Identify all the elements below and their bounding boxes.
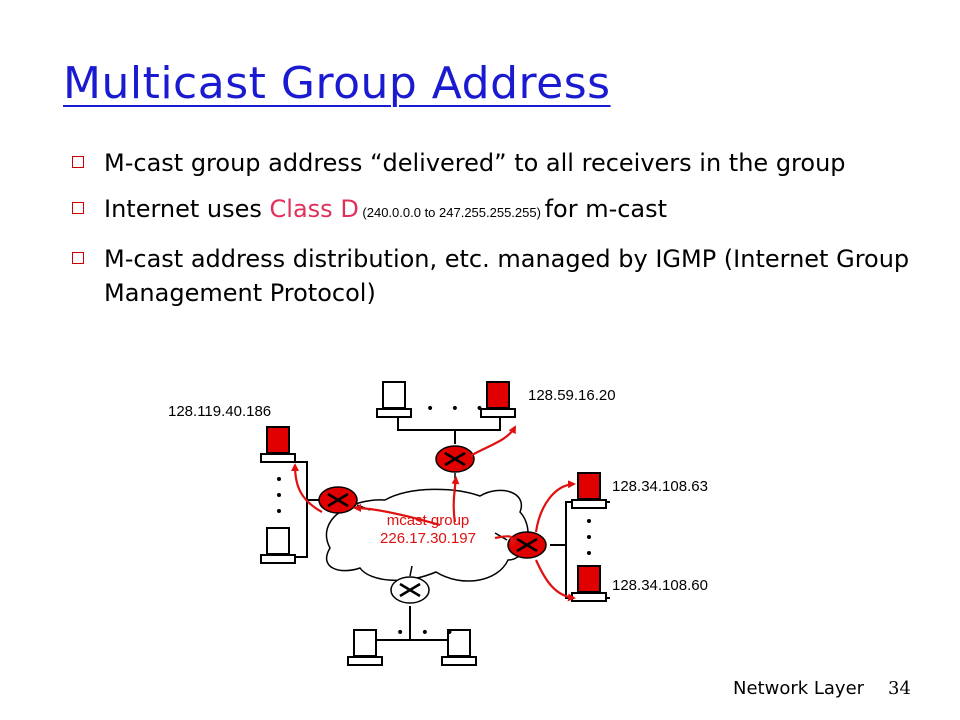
delivery-arrows — [291, 425, 576, 602]
slide-title: Multicast Group Address — [63, 58, 611, 109]
multicast-router-icon — [506, 530, 548, 560]
mcast-group-address: 226.17.30.197 — [380, 530, 476, 547]
bullet-text-pre: Internet uses — [104, 195, 270, 223]
bullet-square-icon — [72, 156, 84, 168]
multicast-router-icon — [434, 444, 476, 474]
bullet-item: Internet uses Class D (240.0.0.0 to 247.… — [70, 192, 930, 230]
ellipsis-bottom: • • • — [396, 625, 460, 641]
bullet-text: M-cast address distribution, etc. manage… — [104, 245, 910, 307]
host-address-label: 128.119.40.186 — [168, 403, 271, 420]
router-icon — [389, 575, 431, 605]
multicast-router-icon — [317, 485, 359, 515]
bullet-text: M-cast group address “delivered” to all … — [104, 149, 846, 177]
bullet-item: M-cast address distribution, etc. manage… — [70, 242, 930, 310]
bullet-square-icon — [72, 252, 84, 264]
bullet-list: M-cast group address “delivered” to all … — [70, 146, 930, 322]
host-address-label: 128.34.108.63 — [612, 478, 708, 495]
bullet-text-post: for m-cast — [544, 195, 668, 223]
bullet-square-icon — [72, 202, 84, 214]
member-host-computer-icon — [571, 565, 607, 602]
host-computer-icon — [347, 629, 383, 666]
page-number: 34 — [888, 678, 911, 699]
host-address-label: 128.59.16.20 — [528, 387, 616, 404]
member-host-computer-icon — [260, 426, 296, 463]
class-d-highlight: Class D — [269, 195, 359, 223]
mcast-group-label: mcast group — [387, 512, 470, 529]
member-host-computer-icon — [571, 472, 607, 509]
ellipsis-top: • • • — [426, 401, 490, 417]
bullet-item: M-cast group address “delivered” to all … — [70, 146, 930, 180]
host-computer-icon — [376, 381, 412, 418]
footer-section: Network Layer — [733, 678, 865, 699]
host-address-label: 128.34.108.60 — [612, 577, 708, 594]
ellipsis-vertical — [277, 477, 591, 555]
host-computer-icon — [260, 527, 296, 564]
class-d-range: (240.0.0.0 to 247.255.255.255) — [358, 205, 545, 220]
